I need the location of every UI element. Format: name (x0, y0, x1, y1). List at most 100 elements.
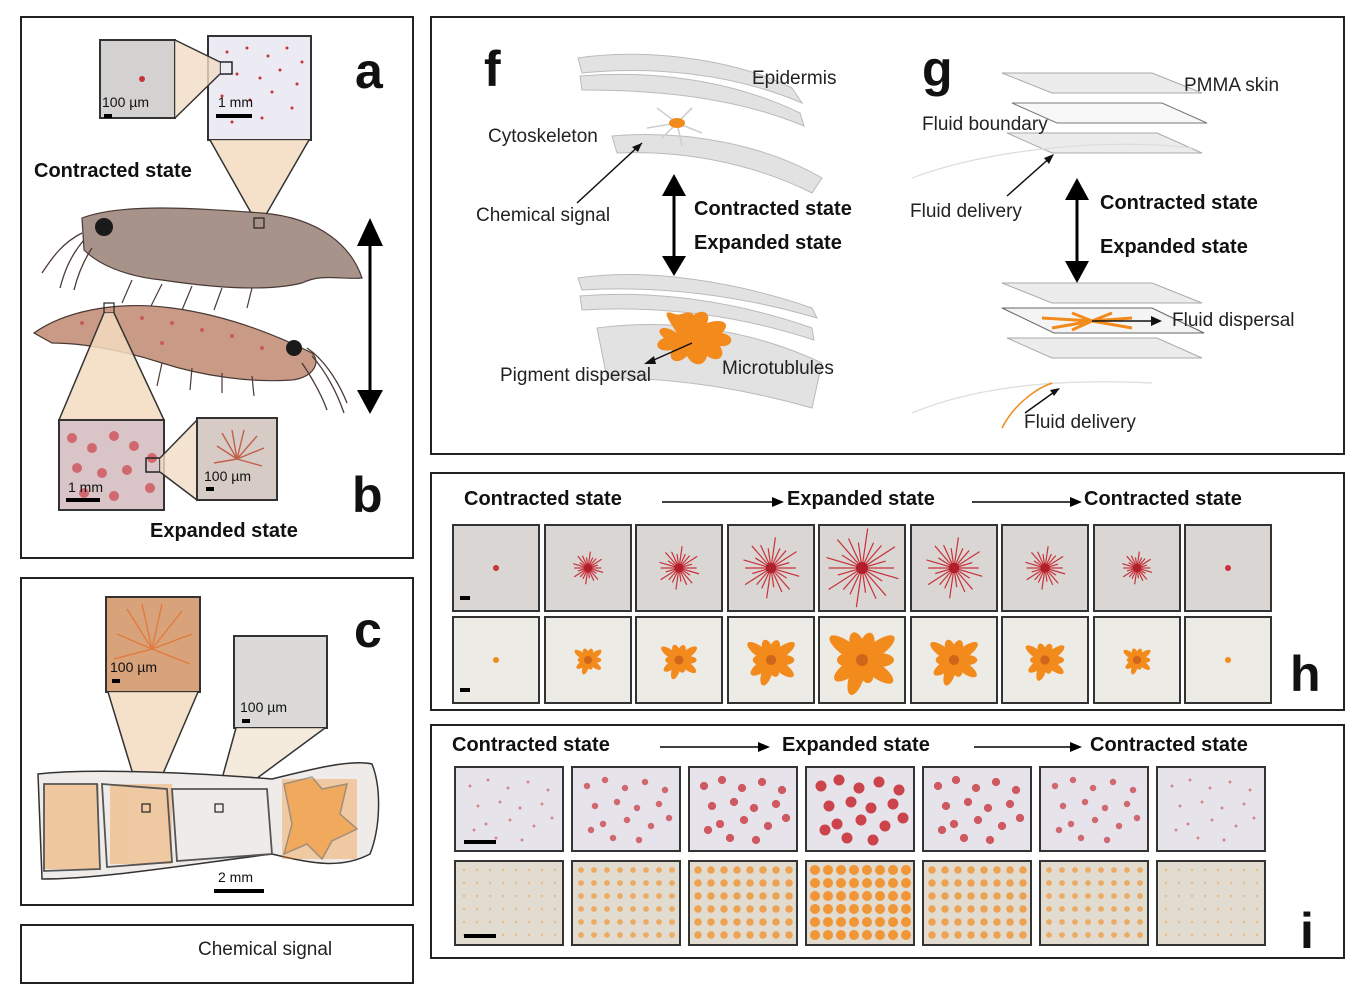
h-red-pigment-5 (820, 526, 904, 610)
panel-letter-a: a (355, 43, 383, 99)
h-orange-thumb-4 (726, 616, 815, 704)
i-top-thumb-3 (688, 766, 798, 852)
epidermis-label: Epidermis (752, 68, 837, 89)
h-orange-pigment-2 (545, 618, 630, 702)
g-expanded-label: Expanded state (1100, 236, 1248, 258)
h-orange-pigment-7 (1003, 618, 1087, 702)
i-arrows (660, 742, 1082, 752)
scale-bar-c-left (112, 679, 120, 683)
scale-label-a-small: 100 µm (102, 94, 149, 110)
i-top-thumb-4 (805, 766, 915, 852)
fluid-dispersal-label: Fluid dispersal (1172, 310, 1295, 331)
scale-label-a-large: 1 mm (218, 94, 253, 110)
panel-c: c 100 µm 100 µm 2 mm (20, 577, 414, 906)
i-bottom-thumb-5 (922, 860, 1032, 946)
panel-ab-art (32, 35, 383, 511)
scale-label-c-body: 2 mm (218, 869, 253, 885)
fluid-delivery-top-label: Fluid delivery (910, 201, 1022, 222)
i-top-thumb-2 (571, 766, 681, 852)
panel-letter-h: h (1290, 646, 1321, 702)
i-contracted-right-label: Contracted state (1090, 734, 1248, 756)
pmma-skin-label: PMMA skin (1184, 75, 1280, 96)
inset-c-grey (233, 635, 328, 729)
h-red-thumb-6 (909, 524, 998, 612)
g-contracted-label: Contracted state (1100, 192, 1258, 214)
fluid-delivery-bottom-label: Fluid delivery (1024, 412, 1136, 433)
h-red-thumb-2 (543, 524, 632, 612)
scale-bar-b-large (66, 498, 100, 502)
microtubules-label: Microtublules (722, 358, 834, 379)
shrimp-contracted (81, 207, 363, 289)
scale-label-b-small: 100 µm (204, 468, 251, 484)
i-bottom-scale-bar (464, 934, 496, 938)
inset-a-dots (220, 46, 304, 124)
i-bottom-thumb-4 (805, 860, 915, 946)
i-bottom-thumb-3 (688, 860, 798, 946)
expanded-state-label: Expanded state (150, 520, 298, 542)
scale-bar-c-right (242, 719, 250, 723)
panel-letter-f: f (484, 41, 501, 97)
panel-h: Contracted state Expanded state Contract… (430, 472, 1345, 711)
panel-d: Chemical signal (20, 924, 414, 984)
i-bottom-pattern-5 (924, 862, 1030, 944)
h-red-thumb-9 (1184, 524, 1272, 612)
cytoskeleton-label: Cytoskeleton (488, 126, 598, 147)
i-top-thumb-5 (922, 766, 1032, 852)
h-arrows (662, 497, 1082, 507)
h-red-pigment-6 (911, 526, 996, 610)
h-orange-pigment-5 (820, 618, 904, 702)
h-orange-thumb-9 (1184, 616, 1272, 704)
h-red-thumb-8 (1092, 524, 1181, 612)
i-top-pattern-3 (690, 768, 796, 850)
panel-letter-c: c (354, 602, 382, 658)
h-red-pigment-8 (1094, 526, 1179, 610)
i-bottom-thumb-6 (1039, 860, 1149, 946)
pigment-dispersal-label: Pigment dispersal (500, 365, 652, 386)
panel-letter-g: g (922, 41, 953, 97)
inset-a-large (207, 35, 312, 141)
i-bottom-thumb-7 (1156, 860, 1266, 946)
shrimp-expanded (32, 305, 317, 382)
i-top-pattern-7 (1158, 768, 1264, 850)
contracted-state-label: Contracted state (34, 160, 192, 182)
h-red-thumb-4 (726, 524, 815, 612)
i-top-pattern-4 (807, 768, 913, 850)
i-top-thumb-6 (1039, 766, 1149, 852)
h-orange-pigment-6 (911, 618, 996, 702)
i-bottom-thumb-2 (571, 860, 681, 946)
i-top-thumb-1 (454, 766, 564, 852)
h-orange-thumb-6 (909, 616, 998, 704)
i-contracted-left-label: Contracted state (452, 734, 610, 756)
panel-letter-b: b (352, 467, 383, 523)
h-red-pigment-3 (637, 526, 721, 610)
scale-bar-b-small (206, 487, 214, 491)
h-red-pigment-4 (728, 526, 813, 610)
i-top-pattern-5 (924, 768, 1030, 850)
i-bottom-pattern-6 (1041, 862, 1147, 944)
fluid-boundary-label: Fluid boundary (922, 114, 1048, 135)
h-orange-thumb-1 (452, 616, 540, 704)
h-contracted-left-label: Contracted state (464, 488, 622, 510)
h-orange-pigment-4 (728, 618, 813, 702)
chemical-signal-f-label: Chemical signal (476, 205, 611, 226)
chemical-signal-label: Chemical signal (198, 939, 333, 960)
scale-bar-a-small (104, 114, 112, 118)
panel-i: Contracted state Expanded state Contract… (430, 724, 1345, 959)
h-orange-thumb-8 (1092, 616, 1181, 704)
i-expanded-label: Expanded state (782, 734, 930, 756)
h-expanded-label: Expanded state (787, 488, 935, 510)
h-orange-pigment-9 (1186, 618, 1270, 702)
chromatophore-dot (139, 76, 145, 82)
i-bottom-pattern-1 (456, 862, 562, 944)
h-orange-thumb-2 (543, 616, 632, 704)
i-bottom-pattern-2 (573, 862, 679, 944)
h-red-thumb-7 (1001, 524, 1089, 612)
dendritic-pigment (213, 429, 265, 467)
i-bottom-thumb-1 (454, 860, 564, 946)
h-red-pigment-9 (1186, 526, 1270, 610)
scale-label-c-left: 100 µm (110, 659, 157, 675)
pigment-dispersal-shape (657, 311, 732, 365)
h-red-thumb-3 (635, 524, 723, 612)
scale-bar-c-body (214, 889, 264, 893)
scale-label-c-right: 100 µm (240, 699, 287, 715)
